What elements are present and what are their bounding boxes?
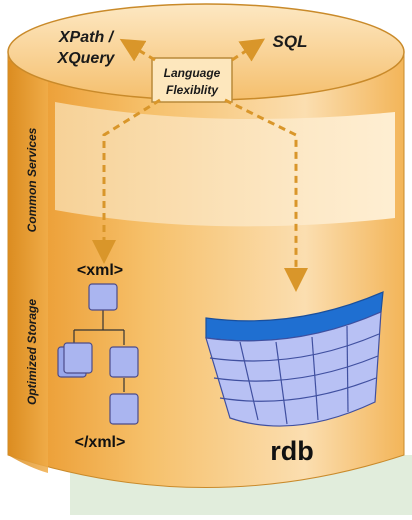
common-services-label: Common Services <box>25 127 39 232</box>
xml-node-left <box>63 342 93 374</box>
relational-table-icon <box>205 291 384 427</box>
cylinder-side-strip <box>8 60 48 473</box>
common-services-band <box>55 102 395 227</box>
xml-node-root <box>88 283 118 311</box>
xml-node-right <box>109 346 139 378</box>
language-flexibility-box <box>151 57 233 103</box>
optimized-storage-label: Optimized Storage <box>25 299 39 405</box>
xpath-label-line2: XQuery <box>57 50 116 67</box>
arrow-to-rdb <box>224 98 308 292</box>
rdb-label: rdb <box>270 436 314 466</box>
xml-node-leaf <box>109 393 139 425</box>
language-label-line2: Flexiblity <box>166 83 219 97</box>
arrow-to-xpath <box>119 38 156 62</box>
arrow-to-sql <box>231 38 266 62</box>
arrow-to-xml <box>92 98 161 264</box>
xml-open-label: <xml> <box>77 262 123 279</box>
flow-arrows <box>92 38 308 292</box>
xml-tree-icon <box>57 283 139 425</box>
language-label-line1: Language <box>164 66 221 80</box>
xpath-label-line1: XPath / <box>58 29 115 46</box>
table-body <box>205 311 382 427</box>
xml-close-label: </xml> <box>75 434 126 451</box>
sql-label: SQL <box>273 32 308 51</box>
